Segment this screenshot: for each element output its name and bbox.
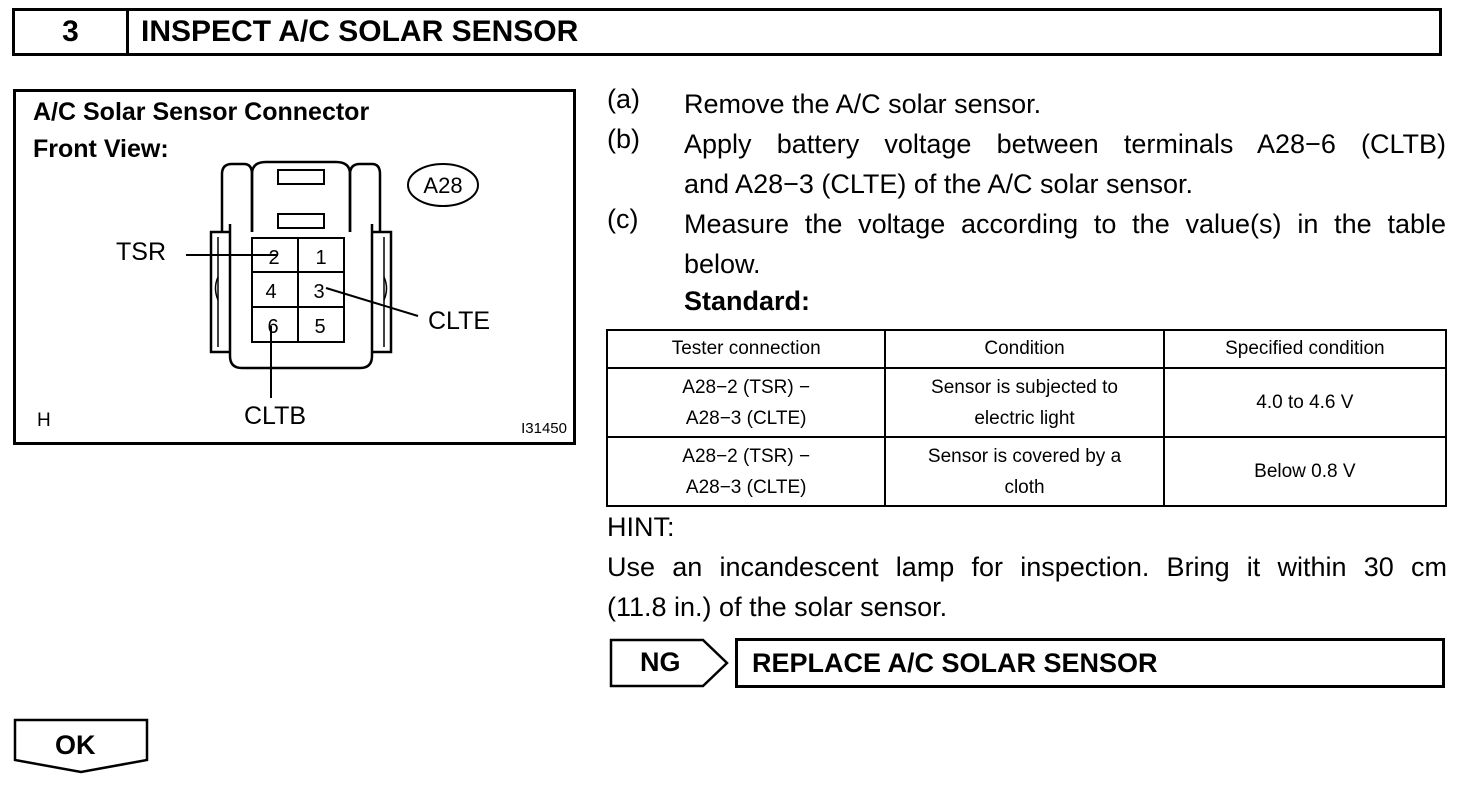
spec-table: Tester connection Condition Specified co… [605,329,1448,507]
connector-id-oval [407,163,479,207]
ok-label: OK [55,730,96,760]
ok-arrow [13,718,149,774]
ng-arrow [609,638,729,688]
figure-code-id: I31450 [521,420,567,437]
step-c-letter: (c) [607,204,639,234]
ng-label: NG [640,647,681,677]
connector-left-tab [220,162,254,232]
cell-connection: A28−2 (TSR) − A28−3 (CLTE) [605,367,887,438]
step-header: 3 INSPECT A/C SOLAR SENSOR [12,8,1442,56]
header-specified-condition: Specified condition [1162,329,1448,369]
hint-text-line2: (11.8 in.) of the solar sensor. [607,592,948,622]
step-a-text: Remove the A/C solar sensor. [684,89,1042,119]
connector-id: A28 [423,173,462,198]
step-a-letter: (a) [607,84,640,114]
connector-right-rail [372,230,393,354]
connector-figure: A/C Solar Sensor Connector Front View: 2… [13,89,576,445]
standard-label: Standard: [684,286,811,316]
label-cltb: CLTB [244,402,306,430]
connector-housing [228,224,374,370]
step-c-text-line2: below. [684,249,761,279]
figure-code-left: H [37,410,51,431]
cell-condition: Sensor is subjected to electric light [884,367,1165,438]
connector-diagram: 2 1 4 3 6 5 A28 TSR CLTE CLTB [116,160,490,430]
cell-spec: 4.0 to 4.6 V [1162,367,1448,438]
step-number: 3 [15,11,129,53]
pin-3: 3 [313,281,324,303]
pin-4: 4 [265,281,276,303]
hint-text-line1: Use an incandescent lamp for inspection.… [607,552,1447,582]
figure-subtitle: Front View: [33,135,169,163]
latch-top [277,169,325,185]
connector-left-rail [209,230,230,354]
hint-label: HINT: [607,512,675,542]
pin-5: 5 [314,316,325,338]
latch-bottom [277,213,325,229]
header-condition: Condition [884,329,1165,369]
connector-right-tab [348,162,382,232]
table-row: A28−2 (TSR) − A28−3 (CLTE) Sensor is sub… [605,367,1448,438]
pin-2: 2 [268,247,279,269]
cell-spec: Below 0.8 V [1162,436,1448,507]
cell-condition: Sensor is covered by a cloth [884,436,1165,507]
figure-title: A/C Solar Sensor Connector [33,98,370,126]
step-b-text-line1: Apply battery voltage between terminals … [684,129,1446,159]
pin-1: 1 [315,247,326,269]
ng-action-text: REPLACE A/C SOLAR SENSOR [752,648,1158,678]
step-b-letter: (b) [607,124,640,154]
label-tsr: TSR [116,238,166,266]
header-tester-connection: Tester connection [605,329,887,369]
cell-connection: A28−2 (TSR) − A28−3 (CLTE) [605,436,887,507]
connector-center-tab [250,160,352,232]
clte-leader [325,287,419,317]
pin-6: 6 [267,316,278,338]
table-row: A28−2 (TSR) − A28−3 (CLTE) Sensor is cov… [605,436,1448,507]
ng-action-box: REPLACE A/C SOLAR SENSOR [735,638,1445,688]
step-c-text-line1: Measure the voltage according to the val… [684,209,1446,239]
table-header-row: Tester connection Condition Specified co… [605,329,1448,369]
label-clte: CLTE [428,307,490,335]
step-title: INSPECT A/C SOLAR SENSOR [141,15,579,48]
step-b-text-line2: and A28−3 (CLTE) of the A/C solar sensor… [684,169,1194,199]
